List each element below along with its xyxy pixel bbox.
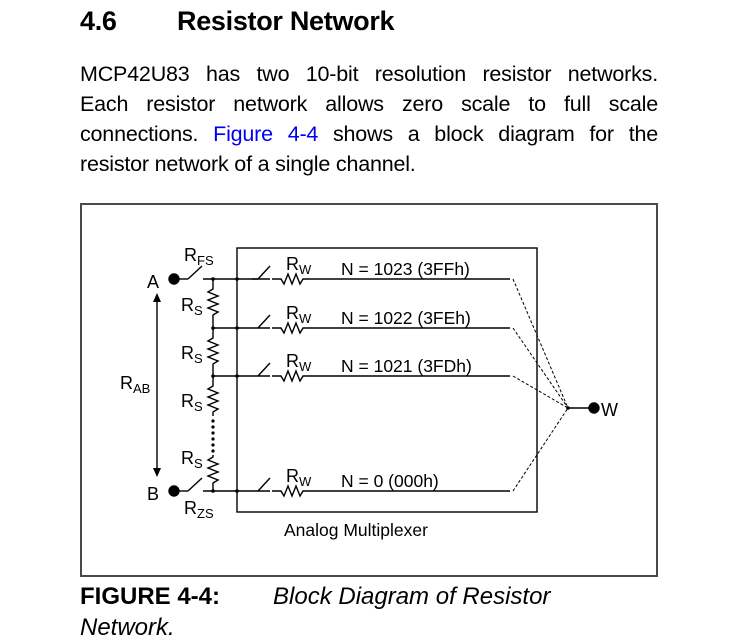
figure-link[interactable]: Figure 4-4 [213,122,319,146]
tap-row [257,362,510,383]
arrow-up-icon [153,293,161,302]
tap-label: N = 0 (000h) [341,471,439,491]
rs-label: RS [181,391,203,414]
rab-label: RAB [120,373,150,396]
terminal-a-label: A [147,272,159,292]
tap-label: N = 1023 (3FFh) [341,259,470,279]
section-title: Resistor Network [177,6,395,36]
multiplexer-box [236,247,538,513]
rs-resistor [206,279,220,328]
rs-label: RS [181,295,203,318]
rfs-label: RFS [184,245,214,268]
rs-label: RS [181,448,203,471]
section-heading: 4.6 Resistor Network [80,6,395,37]
terminal-a-dot [168,273,180,285]
paragraph-text: shows a block diagram for the [318,122,658,146]
caption-title-cont: Network. [80,614,175,641]
terminal-b-dot [168,485,180,497]
paragraph-line: Each resistor network allows zero scale … [80,92,658,116]
terminal-w-dot [588,402,600,414]
tap-row [252,265,510,286]
rs-label: RS [181,343,203,366]
rw-label: RW [286,303,312,326]
figure-frame [80,203,658,577]
rw-label: RW [286,466,312,489]
rs-resistor [206,376,220,416]
paragraph-line: MCP42U83 has two 10-bit resolution resis… [80,62,658,86]
tap-label: N = 1022 (3FEh) [341,308,471,328]
tap-row [257,314,510,335]
rs-resistor [206,455,220,491]
arrow-down-icon [153,468,161,477]
paragraph-line: resistor network of a single channel. [80,152,416,176]
paragraph-text: connections. [80,122,214,146]
caption-title: Block Diagram of Resistor [273,583,551,610]
rzs-switch [187,477,203,492]
mux-label: Analog Multiplexer [284,520,428,540]
caption-label: FIGURE 4-4: [80,583,221,610]
rw-label: RW [286,351,312,374]
tap-row [257,477,510,498]
rzs-label: RZS [184,498,214,521]
terminal-b-label: B [147,484,159,504]
paragraph-line: connections. Figure 4-4 shows a block di… [80,119,658,149]
section-number: 4.6 [80,6,117,36]
terminal-w-label: W [601,400,618,420]
chain-ellipsis [211,419,215,453]
rw-label: RW [286,254,312,277]
rs-resistor [206,328,220,376]
body-paragraph: MCP42U83 has two 10-bit resolution resis… [80,59,658,179]
figure-caption: FIGURE 4-4: Block Diagram of Resistor Net… [80,581,680,643]
rfs-switch [187,265,203,280]
tap-label: N = 1021 (3FDh) [341,356,472,376]
